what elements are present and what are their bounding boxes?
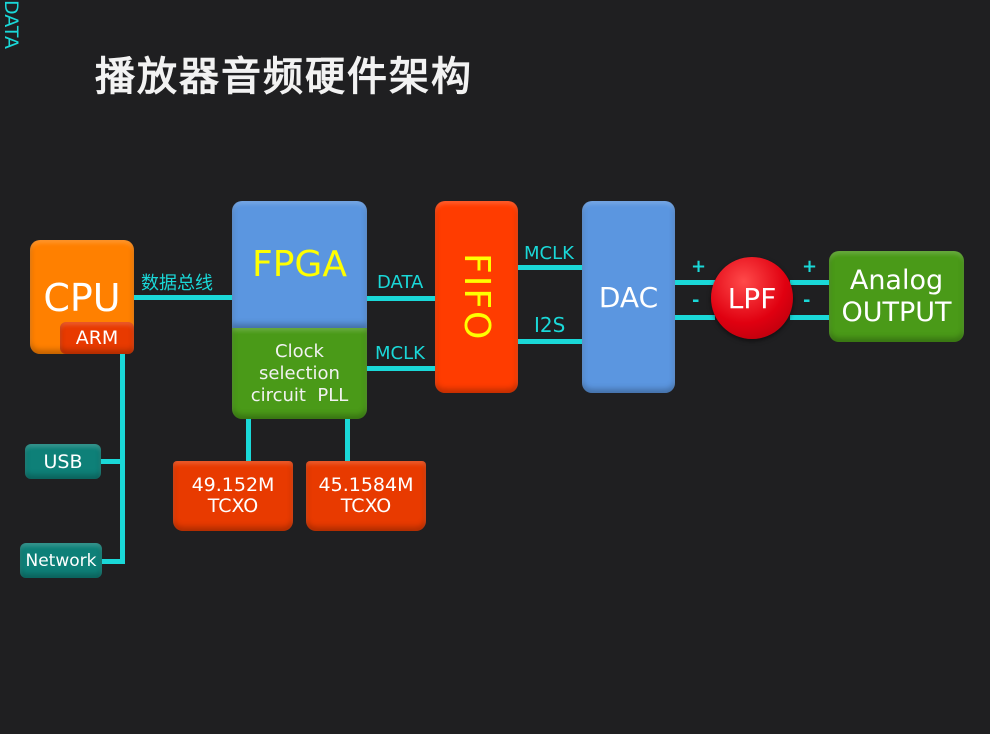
network-connector-line bbox=[102, 559, 123, 564]
pll-block: Clock selection circuit PLL bbox=[232, 328, 367, 419]
pll-line: circuit PLL bbox=[250, 384, 349, 406]
tcxo-49-block: 49.152M TCXO bbox=[173, 461, 293, 531]
fifo-dac-mclk-line bbox=[518, 265, 582, 270]
dac-lpf-plus-line bbox=[675, 280, 715, 285]
analog-line: OUTPUT bbox=[841, 296, 952, 328]
dac-block: DAC bbox=[582, 201, 675, 393]
network-block: Network bbox=[20, 543, 102, 578]
usb-block: USB bbox=[25, 444, 101, 479]
fifo-dac-i2s-line bbox=[518, 339, 582, 344]
dac-lpf-minus-line bbox=[675, 315, 715, 320]
usb-connector-line bbox=[101, 459, 123, 464]
data-label: DATA bbox=[377, 272, 424, 293]
lpf-block: LPF bbox=[711, 257, 793, 339]
pll-tcxo1-line bbox=[246, 419, 251, 461]
tcxo-45-block: 45.1584M TCXO bbox=[306, 461, 426, 531]
minus-sign: - bbox=[692, 290, 700, 311]
i2s-label: I2S bbox=[534, 313, 566, 337]
plus-sign: + bbox=[802, 256, 818, 277]
tcxo-type: TCXO bbox=[340, 495, 392, 517]
minus-sign: - bbox=[803, 290, 811, 311]
diagram-title: 播放器音频硬件架构 bbox=[95, 54, 473, 100]
fifo-block: FIFO bbox=[435, 201, 518, 393]
arm-badge: ARM bbox=[60, 322, 134, 354]
analog-line: Analog bbox=[849, 264, 944, 296]
lpf-output-minus-line bbox=[790, 315, 830, 320]
cpu-fpga-bus-line bbox=[134, 295, 232, 300]
cpu-label: CPU bbox=[43, 276, 121, 320]
io-data-label: DATA bbox=[0, 0, 22, 49]
fpga-fifo-mclk-line bbox=[367, 366, 435, 371]
pll-line: Clock bbox=[275, 340, 324, 362]
fifo-label: FIFO bbox=[456, 252, 497, 342]
plus-sign: + bbox=[691, 256, 707, 277]
fpga-block: FPGA bbox=[232, 201, 367, 328]
analog-output-block: Analog OUTPUT bbox=[829, 251, 964, 342]
mclk-label: MCLK bbox=[375, 343, 425, 364]
bus-label: 数据总线 bbox=[141, 273, 213, 294]
pll-line: selection bbox=[259, 362, 340, 384]
tcxo-freq: 49.152M bbox=[191, 474, 275, 496]
mclk-label: MCLK bbox=[524, 243, 574, 264]
fpga-fifo-data-line bbox=[367, 296, 435, 301]
tcxo-freq: 45.1584M bbox=[318, 474, 414, 496]
tcxo-type: TCXO bbox=[207, 495, 259, 517]
pll-tcxo2-line bbox=[345, 419, 350, 461]
lpf-output-plus-line bbox=[790, 280, 830, 285]
